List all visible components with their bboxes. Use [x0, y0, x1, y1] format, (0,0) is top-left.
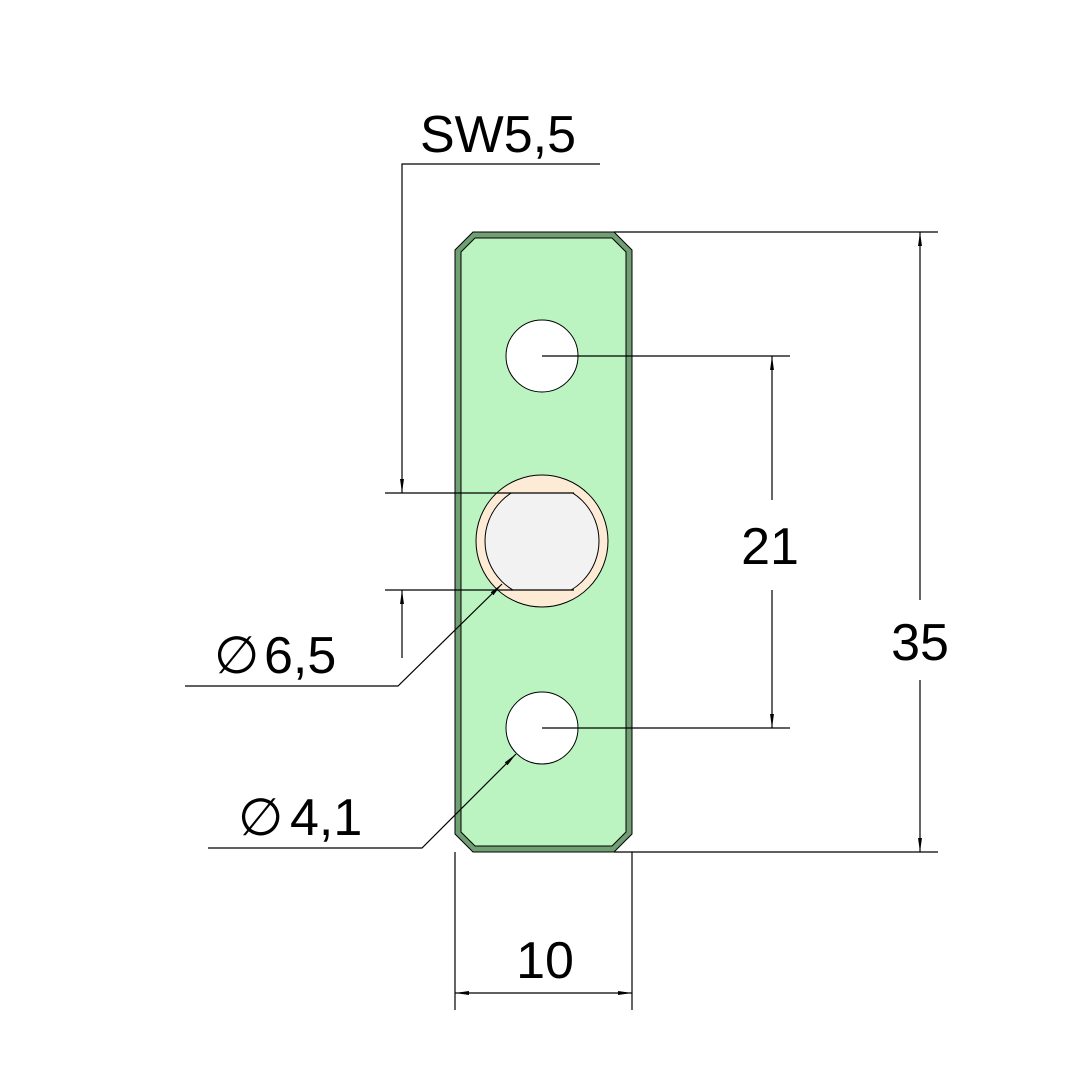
center-hole-diameter-callout: ∅ 6,5 — [185, 583, 503, 687]
hole-spacing-dimension: 21 — [542, 355, 799, 729]
wrench-size-label: SW5,5 — [420, 106, 576, 164]
overall-length-label: 35 — [891, 614, 949, 672]
wrench-size-dimension: SW5,5 — [385, 106, 600, 658]
hole-spacing-label: 21 — [741, 518, 799, 576]
diameter-symbol: ∅ — [238, 789, 283, 847]
overall-length-dimension: 35 — [614, 231, 949, 853]
small-hole-diameter-label: 4,1 — [290, 789, 362, 847]
width-label: 10 — [516, 932, 574, 990]
small-hole-diameter-callout: ∅ 4,1 — [208, 753, 517, 849]
center-hole-diameter-label: 6,5 — [264, 627, 336, 685]
center-hole — [475, 474, 609, 608]
diameter-symbol: ∅ — [214, 627, 259, 685]
width-dimension: 10 — [454, 852, 633, 1010]
